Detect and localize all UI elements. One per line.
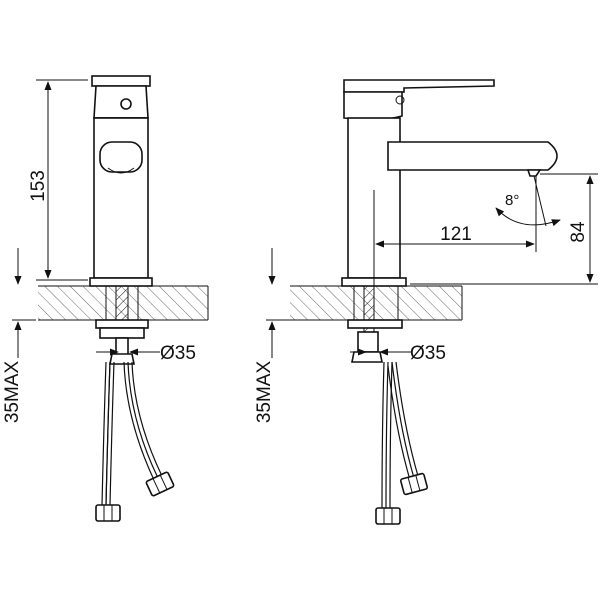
countertop-right: [290, 285, 463, 321]
dimension-153-label: 153: [28, 170, 49, 202]
supply-hoses-right: [375, 361, 429, 525]
dimension-121-label: 121: [440, 224, 472, 245]
dimension-rough-in-right: 35MAX: [254, 248, 290, 423]
dimension-diameter-label-right: Ø35: [410, 343, 446, 364]
dimension-hole-left: Ø35: [96, 343, 196, 364]
dimension-angle-right: 8°: [495, 175, 561, 227]
dimension-84-label: 84: [568, 221, 589, 243]
dimension-spout-height-right: 84: [410, 173, 598, 285]
dimension-rough-in-left: 35MAX: [2, 248, 36, 423]
dimension-height-left: 153: [28, 79, 88, 281]
dimension-8deg-label: 8°: [505, 192, 519, 209]
dimension-diameter-label-left: Ø35: [160, 343, 196, 364]
dimension-35max-label-right: 35MAX: [254, 361, 275, 424]
front-view: 153 35MAX Ø35: [2, 75, 209, 522]
dimension-hole-right: Ø35: [350, 343, 446, 364]
side-view: 121 8° 84 35MAX Ø35: [254, 79, 598, 525]
supply-hoses-left: [95, 361, 175, 522]
dimension-reach-right: 121: [373, 176, 537, 286]
faucet-body-front: [89, 75, 153, 287]
dimension-35max-label-left: 35MAX: [2, 361, 23, 424]
